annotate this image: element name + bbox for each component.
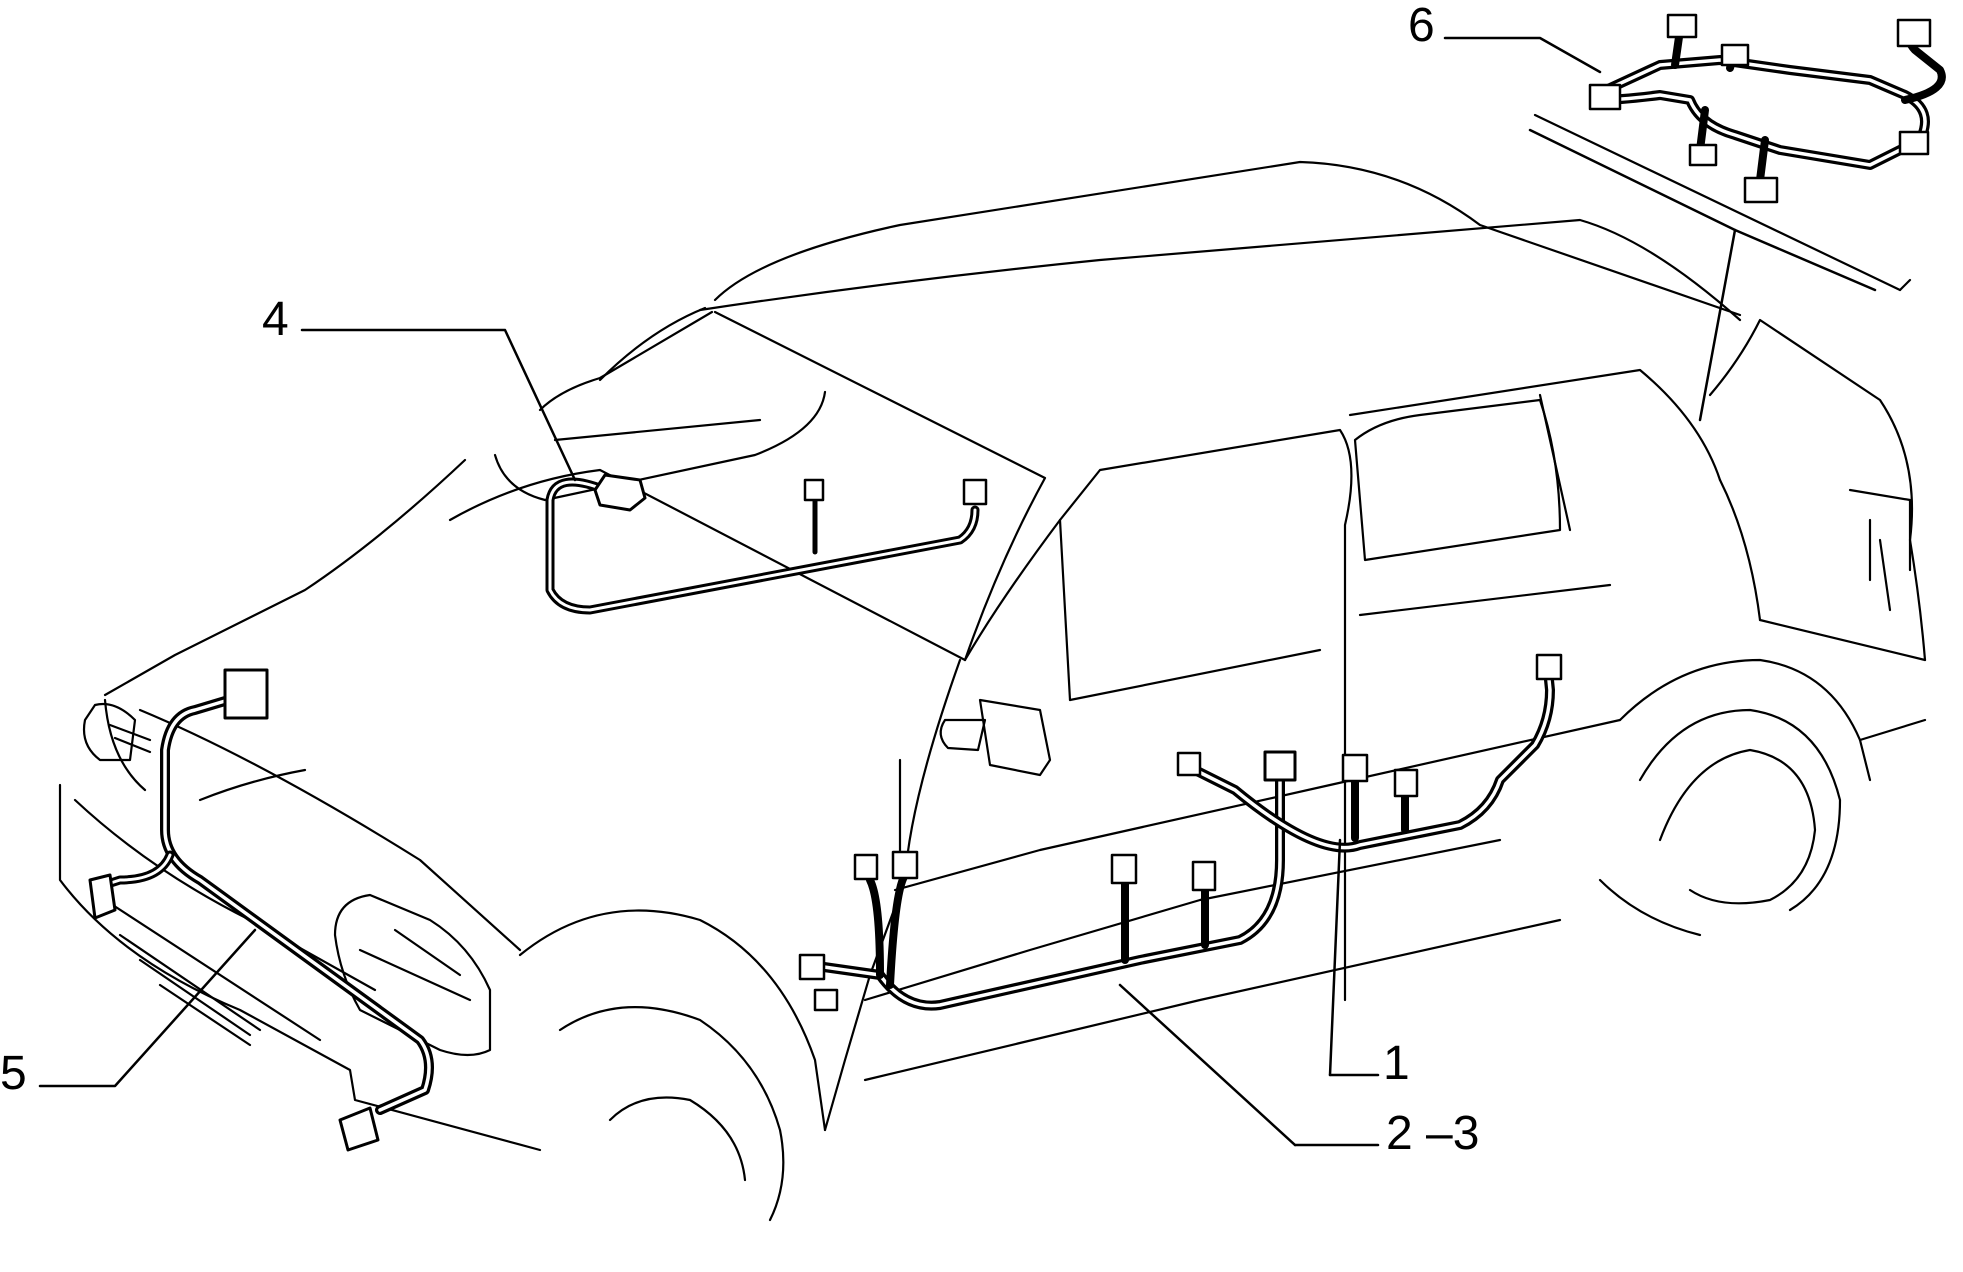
car-body-outline: [58, 113, 1927, 1222]
callout-label-5: 5: [0, 1047, 27, 1100]
harness-2-3-side: [798, 750, 1297, 1012]
callout-label-6: 6: [1408, 0, 1435, 52]
callout-label-4: 4: [262, 293, 289, 346]
callout-label-1: 1: [1383, 1037, 1410, 1090]
callout-label-2-3: 2 –3: [1386, 1107, 1480, 1160]
leader-lines: [38, 36, 1877, 1147]
harness-6-rear: [1588, 13, 1946, 204]
harness-1-rear-door: [1176, 653, 1563, 853]
harness-5-front: [88, 668, 434, 1152]
harness-4-dashboard: [545, 473, 988, 615]
